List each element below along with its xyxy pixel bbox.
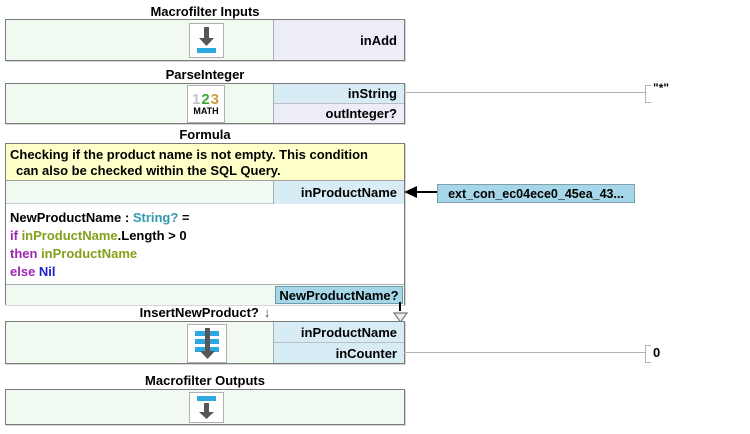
port-outinteger[interactable]: outInteger? <box>274 103 404 123</box>
port-column: inAdd <box>273 20 404 60</box>
formula-comment-line2: can also be checked within the SQL Query… <box>16 163 281 178</box>
block-title-insertnewproduct: InsertNewProduct? ↓ <box>5 305 405 320</box>
block-title-macrofilter-outputs: Macrofilter Outputs <box>145 373 265 388</box>
formula-code-line: NewProductName : String? = <box>10 209 404 227</box>
port-incounter-label: inCounter <box>335 345 397 361</box>
block-title-parseinteger: ParseInteger <box>165 67 245 82</box>
insert-new-product-icon <box>187 324 227 363</box>
ext-connection-wire[interactable] <box>416 191 437 193</box>
port-newproductname-label: NewProductName? <box>279 287 399 303</box>
code-token: NewProductName : <box>10 210 133 225</box>
formula-input-row: inProductName <box>6 181 404 204</box>
formula-code-line: if inProductName.Length > 0 <box>10 227 404 245</box>
code-token: = <box>178 210 190 225</box>
formula-code-line: else Nil <box>10 263 404 281</box>
incounter-wire[interactable] <box>404 352 645 353</box>
port-incounter[interactable]: inCounter <box>274 342 404 363</box>
incounter-bracket <box>645 345 651 363</box>
block-macrofilter-inputs[interactable]: inAdd <box>5 19 405 61</box>
code-token-keyword: then <box>10 246 42 261</box>
block-title-macrofilter-inputs: Macrofilter Inputs <box>150 4 260 19</box>
math-icon: 123 MATH <box>187 85 225 123</box>
port-inproductname[interactable]: inProductName <box>274 181 404 204</box>
ext-connection-label-box[interactable]: ext_con_ec04ece0_45ea_43... <box>437 184 635 203</box>
instring-bracket <box>645 85 651 103</box>
port-column: inString outInteger? <box>273 84 404 123</box>
incounter-constant-label[interactable]: 0 <box>653 345 661 360</box>
port-column: inProductName inCounter <box>273 322 404 363</box>
down-arrow-marker-icon: ↓ <box>263 305 271 320</box>
output-wire[interactable] <box>399 302 401 311</box>
math-icon-digit-3: 3 <box>210 90 221 108</box>
block-insertnewproduct[interactable]: inProductName inCounter <box>5 321 405 364</box>
macrofilter-outputs-icon <box>189 392 224 423</box>
port-insert-inproductname[interactable]: inProductName <box>274 322 404 342</box>
formula-code-line: then inProductName <box>10 245 404 263</box>
block-formula[interactable]: Checking if the product name is not empt… <box>5 143 405 305</box>
ext-connection-arrowhead-icon <box>404 186 417 198</box>
macrofilter-inputs-icon <box>189 23 224 58</box>
port-outinteger-label: outInteger? <box>325 106 398 121</box>
port-column: inProductName <box>273 181 404 204</box>
code-token-identifier: inProductName <box>41 246 138 261</box>
math-icon-label: MATH <box>193 105 219 116</box>
open-arrowhead-icon <box>392 310 409 324</box>
insertnewproduct-title-text: InsertNewProduct? <box>139 305 259 320</box>
code-token-type: String? <box>132 210 179 225</box>
formula-comment[interactable]: Checking if the product name is not empt… <box>6 144 404 181</box>
block-parseinteger[interactable]: 123 MATH inString outInteger? <box>5 83 405 124</box>
code-token: .Length > 0 <box>117 228 187 243</box>
port-inproductname-label: inProductName <box>300 185 397 200</box>
math-icon-digit-2: 2 <box>201 90 211 108</box>
port-newproductname-output[interactable]: NewProductName? <box>275 286 403 304</box>
code-token-identifier: inProductName <box>21 228 118 243</box>
instring-constant-label[interactable]: "*" <box>653 81 670 95</box>
port-instring-label: inString <box>347 86 397 101</box>
port-instring[interactable]: inString <box>274 84 404 103</box>
port-inadd[interactable]: inAdd <box>274 20 404 60</box>
port-inadd-label: inAdd <box>360 32 397 48</box>
math-icon-digit-1: 1 <box>191 90 202 108</box>
code-token-nil: Nil <box>38 264 56 279</box>
formula-output-row: NewProductName? <box>6 284 404 305</box>
formula-comment-line1: Checking if the product name is not empt… <box>10 147 369 162</box>
port-insert-inproductname-label: inProductName <box>300 324 397 340</box>
code-token-keyword: else <box>10 264 39 279</box>
block-macrofilter-outputs[interactable] <box>5 389 405 425</box>
block-title-formula: Formula <box>179 127 231 142</box>
instring-wire[interactable] <box>404 92 645 93</box>
ext-connection-label: ext_con_ec04ece0_45ea_43... <box>448 186 624 201</box>
formula-code-editor[interactable]: NewProductName : String? = if inProductN… <box>6 204 404 284</box>
code-token-keyword: if <box>10 228 22 243</box>
